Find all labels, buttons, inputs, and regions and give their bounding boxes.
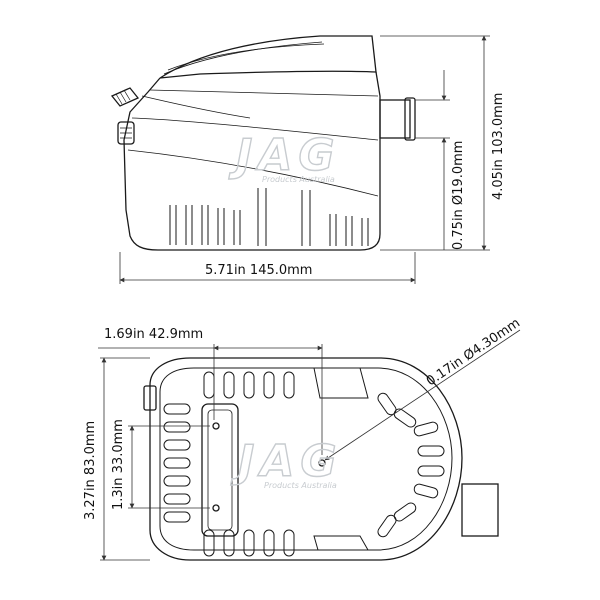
cable-strain-relief xyxy=(110,87,140,107)
dim-hole-offset-label: 1.69in 42.9mm xyxy=(104,327,203,342)
mount-hole-bottom xyxy=(212,504,220,512)
watermark-brand: JAG xyxy=(228,130,341,181)
side-view xyxy=(110,35,416,251)
watermark-top: JAG Products Australia xyxy=(227,129,341,184)
dim-length-label: 5.71in 145.0mm xyxy=(205,263,312,278)
watermark-brand-2: JAG xyxy=(230,436,343,487)
base-outline xyxy=(149,357,463,561)
dim-outlet-label: 0.75in Ø19.0mm xyxy=(451,141,466,250)
top-outlet-pipe xyxy=(461,483,499,537)
switch-knob xyxy=(117,121,135,145)
top-view-slots xyxy=(163,371,445,557)
side-view-dimensions xyxy=(119,35,490,284)
dim-hole-diameter-label: 0.17in Ø4.30mm xyxy=(424,316,523,390)
intake-slots xyxy=(169,188,369,246)
mount-hole-right xyxy=(318,459,326,467)
watermark-bottom: JAG Products Australia xyxy=(229,435,343,490)
watermark-tagline-2: Products Australia xyxy=(264,481,337,490)
pump-top-cap xyxy=(159,35,377,79)
mount-plate xyxy=(201,403,239,537)
dim-height-label: 4.05in 103.0mm xyxy=(491,93,506,200)
mount-hole-top xyxy=(212,422,220,430)
dim-width-label: 3.27in 83.0mm xyxy=(83,421,98,520)
outlet-pipe xyxy=(379,99,411,139)
top-view xyxy=(143,357,499,561)
watermark-tagline: Products Australia xyxy=(262,175,335,184)
top-view-dimensions xyxy=(98,329,521,561)
dim-hole-spacing-label: 1.3in 33.0mm xyxy=(111,419,126,510)
pump-body-outline xyxy=(123,71,381,251)
top-switch-knob xyxy=(143,385,157,411)
